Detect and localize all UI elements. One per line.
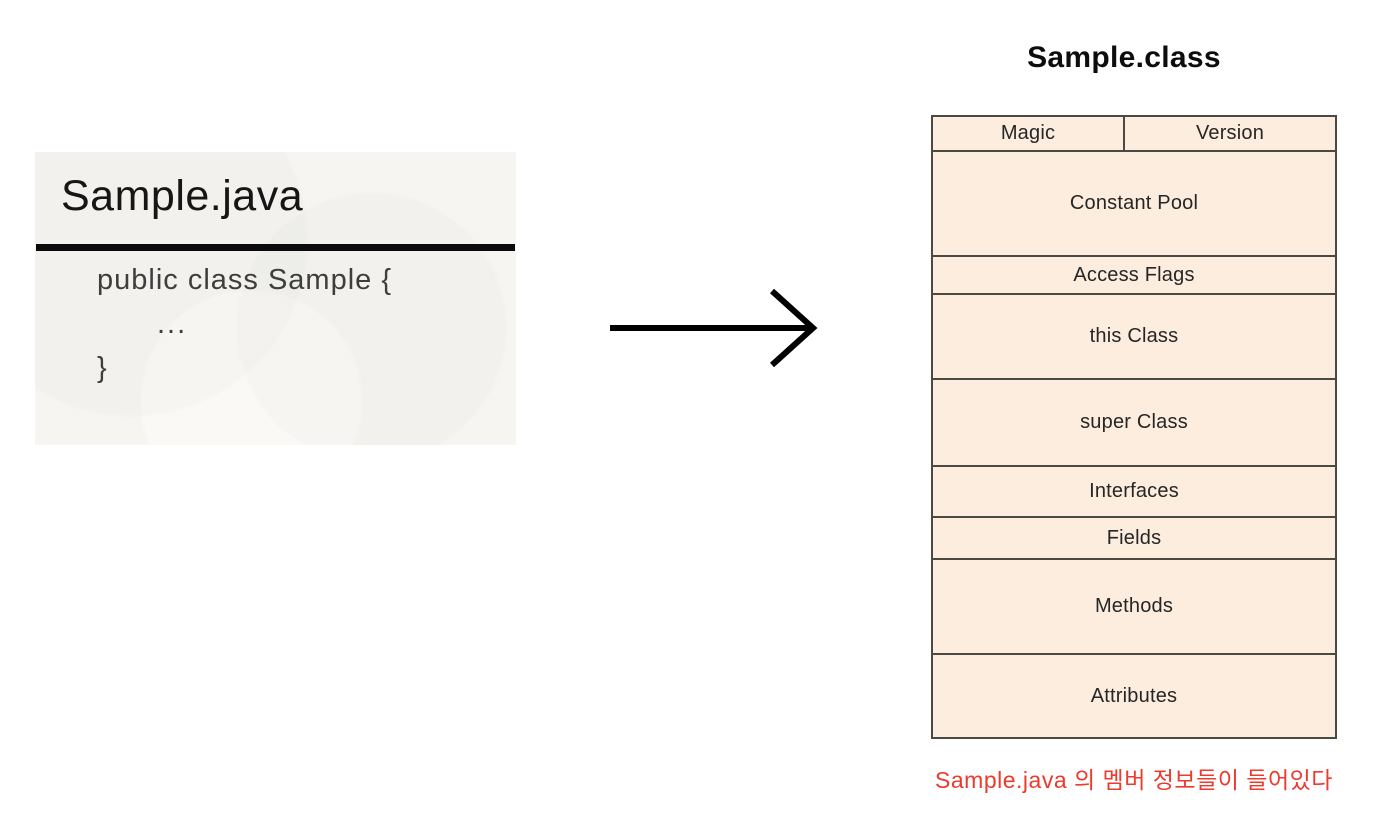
table-row: Methods [933, 560, 1335, 655]
divider-line [36, 244, 515, 251]
table-cell-interfaces: Interfaces [933, 467, 1335, 516]
table-row: Fields [933, 518, 1335, 560]
table-row: this Class [933, 295, 1335, 380]
table-cell-magic: Magic [933, 117, 1125, 150]
right-arrow-icon [610, 288, 818, 368]
table-cell-version: Version [1125, 117, 1335, 150]
code-line-closing-brace: } [97, 352, 108, 384]
java-file-title: Sample.java [61, 172, 304, 220]
table-row: Interfaces [933, 467, 1335, 518]
table-row: Access Flags [933, 257, 1335, 295]
code-line-class-declaration: public class Sample { [97, 264, 393, 296]
table-cell-attributes: Attributes [933, 655, 1335, 737]
class-file-title: Sample.class [1027, 41, 1221, 74]
table-cell-access-flags: Access Flags [933, 257, 1335, 293]
table-cell-this-class: this Class [933, 295, 1335, 378]
table-row: super Class [933, 380, 1335, 467]
table-cell-super-class: super Class [933, 380, 1335, 465]
class-file-structure-table: Magic Version Constant Pool Access Flags… [931, 115, 1337, 739]
table-cell-constant-pool: Constant Pool [933, 152, 1335, 255]
table-row: Attributes [933, 655, 1335, 737]
java-source-card: Sample.java public class Sample { ... } [35, 152, 516, 445]
table-row: Constant Pool [933, 152, 1335, 257]
table-cell-fields: Fields [933, 518, 1335, 558]
table-row-magic-version: Magic Version [933, 117, 1335, 152]
code-line-ellipsis: ... [157, 308, 188, 340]
table-cell-methods: Methods [933, 560, 1335, 653]
caption-text: Sample.java 의 멤버 정보들이 들어있다 [935, 767, 1333, 793]
